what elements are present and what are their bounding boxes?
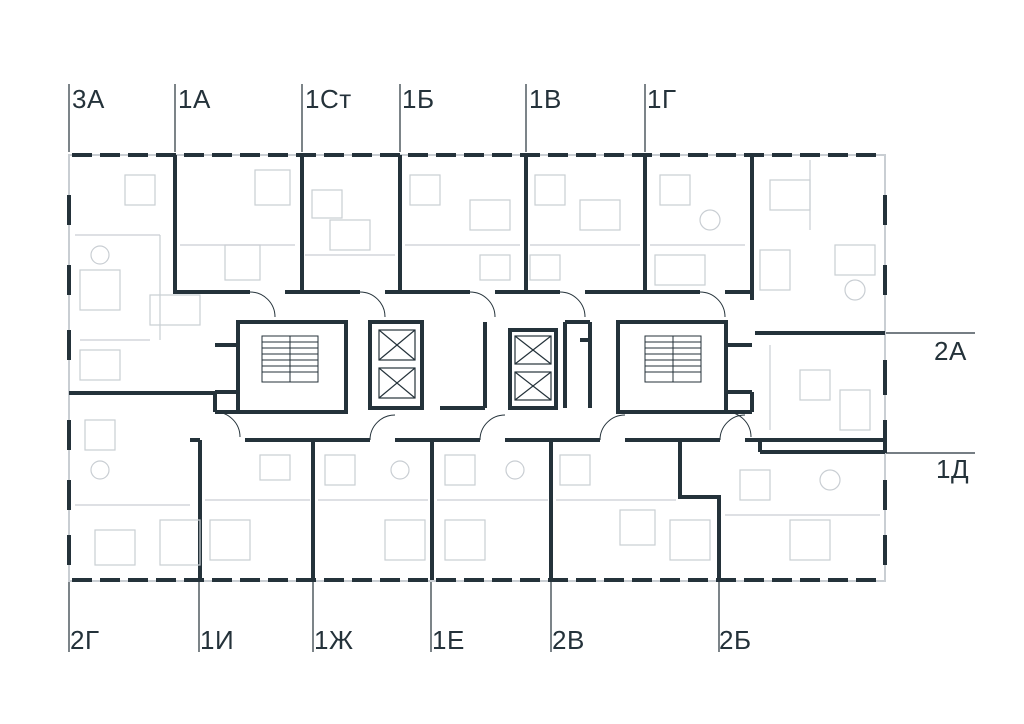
unit-label-1g[interactable]: 1Г [647,84,677,114]
unit-label-1v[interactable]: 1В [529,84,562,114]
stairs [261,335,702,383]
unit-label-1a[interactable]: 1А [178,84,211,114]
elevators [378,329,552,401]
unit-label-1e[interactable]: 1Е [432,625,465,655]
unit-label-3a[interactable]: 3А [72,84,105,114]
unit-label-2g[interactable]: 2Г [70,625,100,655]
unit-label-1d[interactable]: 1Д [936,454,970,484]
unit-label-2a[interactable]: 2А [934,336,967,366]
unit-label-1st[interactable]: 1Ст [305,84,352,114]
unit-label-2b[interactable]: 2Б [719,625,752,655]
furniture [75,160,880,566]
building-outline [67,153,887,582]
label-leader-lines [68,84,975,652]
unit-label-1b[interactable]: 1Б [402,84,435,114]
door-swings [214,291,752,441]
apartment-walls [69,155,887,580]
unit-label-1i[interactable]: 1И [200,625,235,655]
unit-label-2v[interactable]: 2В [552,625,585,655]
unit-label-1zh[interactable]: 1Ж [314,625,354,655]
